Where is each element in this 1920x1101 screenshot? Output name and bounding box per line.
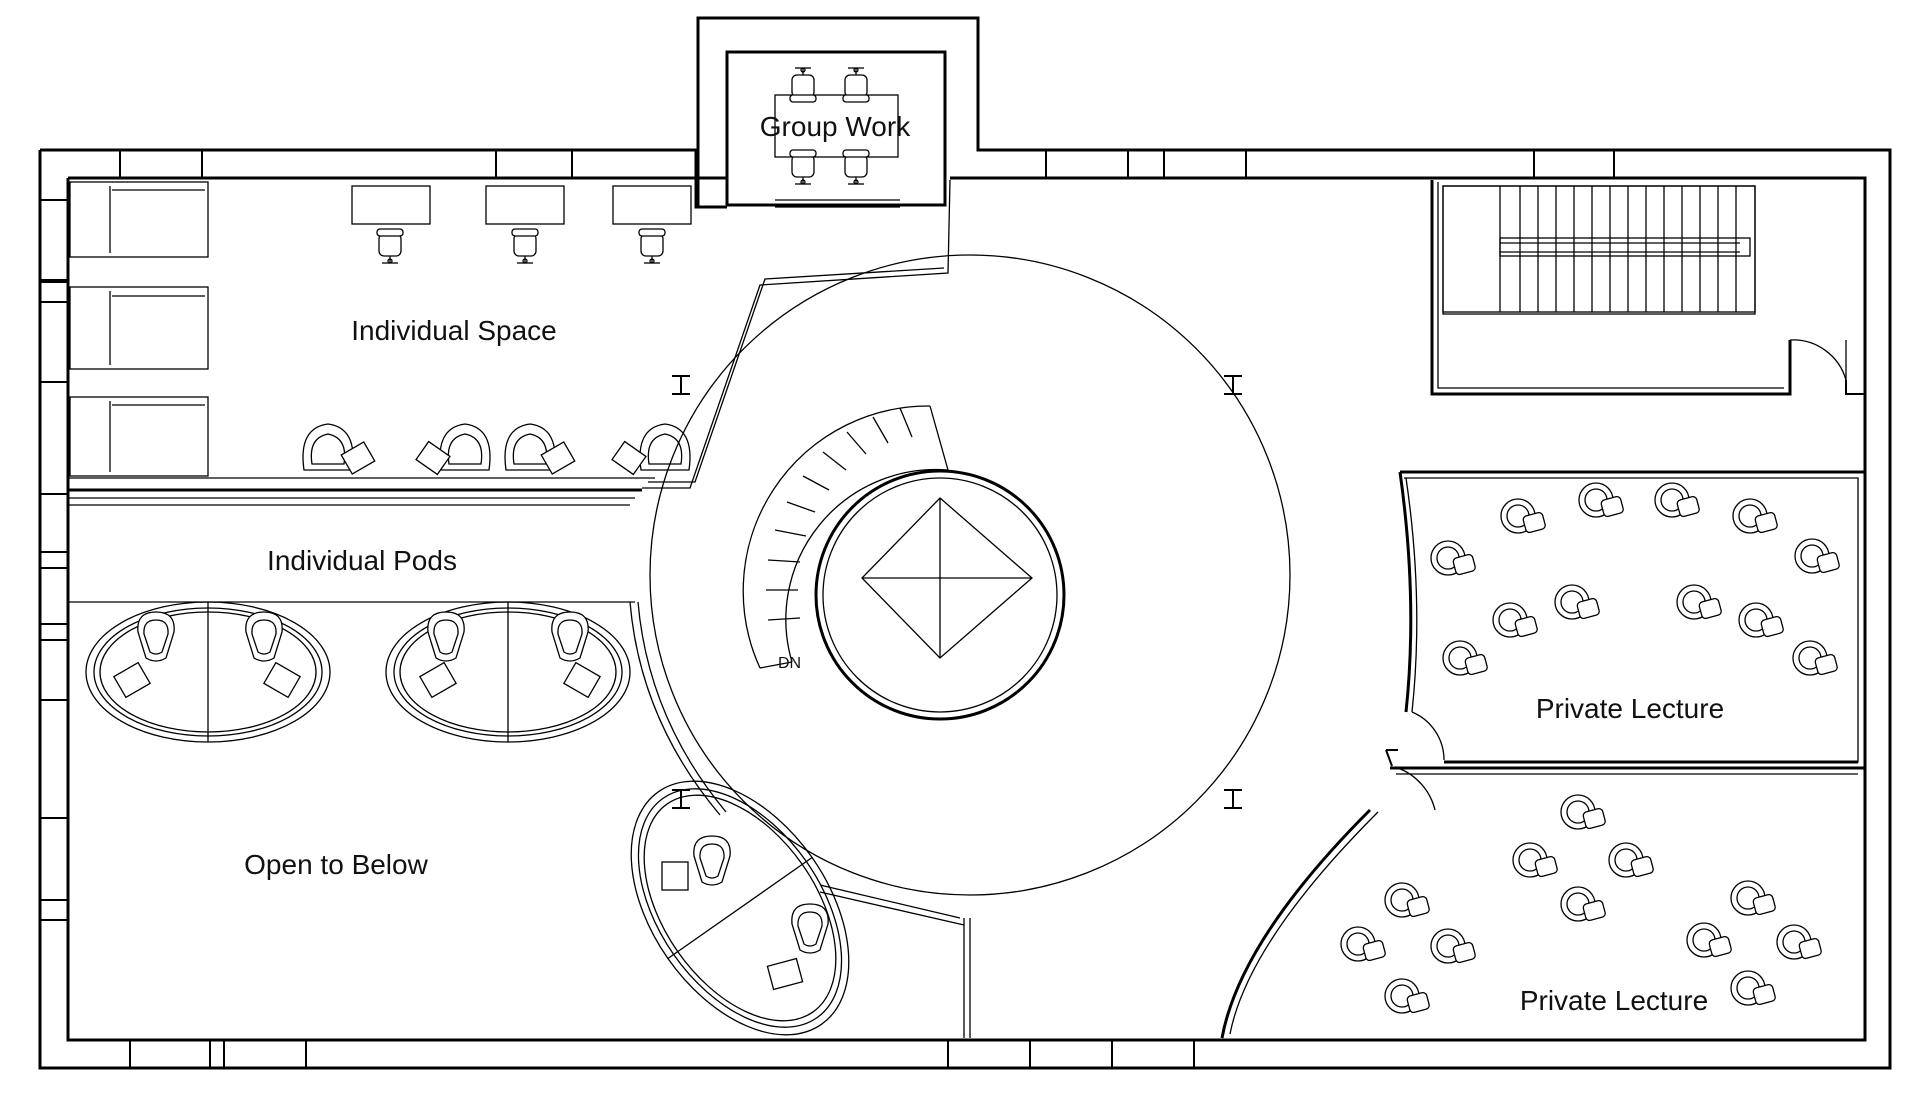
room-label-private-lecture-2: Private Lecture xyxy=(1520,985,1708,1016)
lecture-2-seats xyxy=(1340,794,1823,1014)
room-label-open-to-below: Open to Below xyxy=(244,849,428,880)
lecture-1-seats xyxy=(1430,482,1841,676)
private-lecture-room-2: Private Lecture xyxy=(1220,749,1865,1039)
stair-core-treads xyxy=(1499,186,1737,312)
group-work-room: Group Work xyxy=(760,67,911,208)
room-label-individual-pods: Individual Pods xyxy=(267,545,457,576)
stair-down-label: DN xyxy=(778,655,801,672)
column-markers xyxy=(672,375,1242,809)
individual-pods-room: Individual Pods xyxy=(68,545,727,816)
stair-treads xyxy=(766,407,913,621)
stair-core xyxy=(1430,180,1865,396)
private-lecture-room-1: Private Lecture xyxy=(1398,470,1865,764)
central-atrium: DN xyxy=(649,254,1291,1038)
lower-pod xyxy=(630,780,850,1036)
room-label-private-lecture-1: Private Lecture xyxy=(1536,693,1724,724)
room-label-group-work: Group Work xyxy=(760,111,911,142)
outer-walls xyxy=(38,16,1892,1070)
room-label-individual-space: Individual Space xyxy=(351,315,556,346)
open-to-below-area: Open to Below xyxy=(244,780,850,1036)
individual-space-room: Individual Space xyxy=(68,179,951,506)
